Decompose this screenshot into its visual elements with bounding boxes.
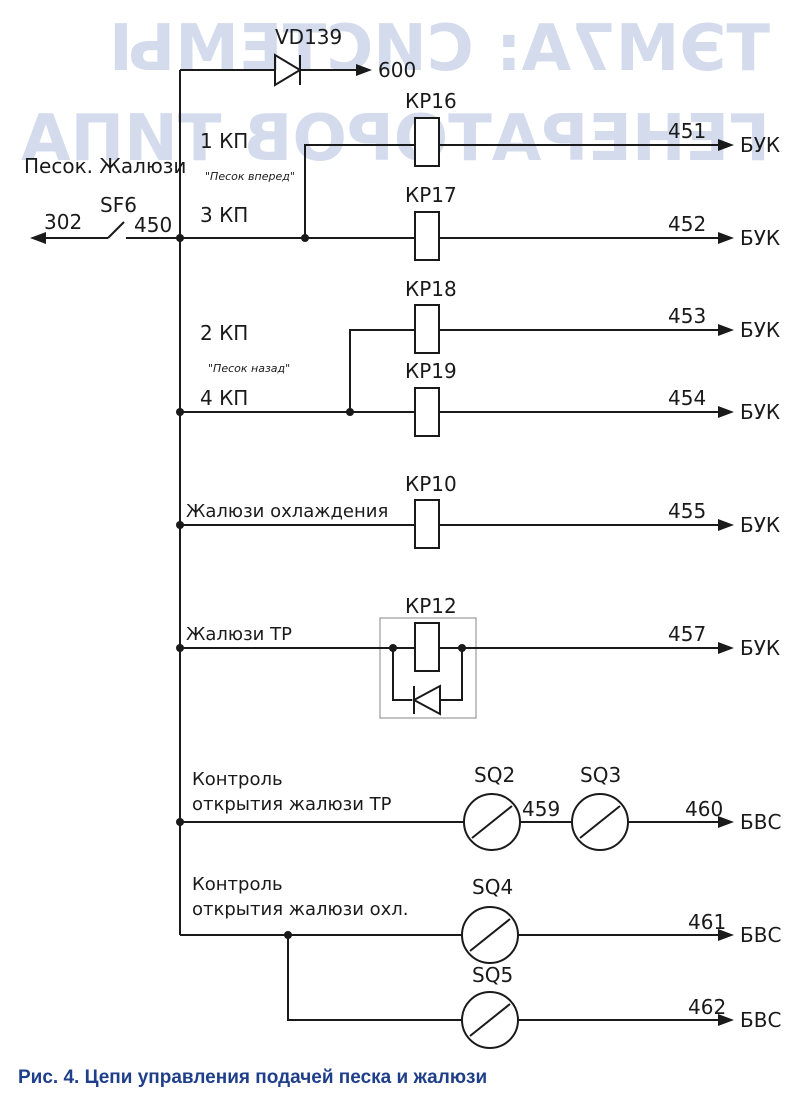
junction-4kp [176,408,184,416]
kp12-flyback-diode [411,684,441,716]
junction-kp12-left [389,644,397,652]
dest-462-label: БВС [740,1008,781,1032]
junction-3kp [301,234,309,242]
bleed-title-line2: ГЕНЕРАТОРОВ ТИПА ДАР [0,102,770,176]
wire-457-label: 457 [668,622,706,646]
wire-459-label: 459 [522,797,560,821]
arrow-455 [718,519,734,531]
dest-454-label: БУК [740,400,780,424]
dest-461-label: БВС [740,923,781,947]
vd139-label: VD139 [275,25,342,49]
switch-1kp-label: 1 КП [200,129,248,153]
sq2-label-line2: открытия жалюзи ТР [192,794,392,815]
kp12-diode-right-wire [440,648,463,701]
junction-kp12-right [458,644,466,652]
dest-460-label: БВС [740,810,781,834]
arrow-600 [356,64,372,76]
sq4-label-line2: открытия жалюзи охл. [192,899,409,920]
wire-455-label: 455 [668,499,706,523]
arrow-453 [718,324,734,336]
relay-kp17-label: КР17 [405,183,457,207]
sq4-name-label: SQ4 [472,875,513,899]
wire-454-label: 454 [668,386,706,410]
relay-kp12-coil [414,622,440,672]
limit-switch-sq3 [571,793,629,851]
junction-sq2 [176,818,184,826]
switch-4kp-label: 4 КП [200,386,248,410]
relay-kp16-label: КР16 [405,89,457,113]
arrow-460 [718,816,734,828]
sq2-name-label: SQ2 [474,763,515,787]
junction-zhaluzi-ohl [176,521,184,529]
note-pesok-nazad: "Песок назад" [208,362,290,375]
wire-453-label: 453 [668,304,706,328]
arrow-302 [30,232,46,244]
limit-switch-sq5 [461,991,519,1049]
arrow-452 [718,232,734,244]
branch-1kp-wire [304,144,415,238]
switch-zhaluzi-tr-label: Жалюзи ТР [186,624,292,645]
limit-switch-sq4 [461,906,519,964]
wire-451-label: 451 [668,119,706,143]
relay-kp17-coil [414,211,440,261]
wire-452-label: 452 [668,212,706,236]
arrow-454 [718,406,734,418]
group-label: Песок. Жалюзи [24,154,186,178]
switch-2kp-label: 2 КП [200,321,248,345]
wire-600-label: 600 [378,58,416,82]
dest-452-label: БУК [740,226,780,250]
sq3-name-label: SQ3 [580,763,621,787]
kp12-diode-left-wire [392,648,412,701]
switch-zhaluzi-ohl-label: Жалюзи охлаждения [186,501,388,522]
wire-450-label: 450 [134,213,172,237]
arrow-462 [718,1014,734,1026]
breaker-sf6-contact [107,221,125,239]
wire-460-label: 460 [685,797,723,821]
wire-302-label: 302 [44,210,82,234]
arrow-457 [718,642,734,654]
limit-switch-sq2 [463,793,521,851]
arrow-451 [718,139,734,151]
bleed-title-line1: ТЭМ7А: СИСТЕМЫ [109,12,770,86]
relay-kp10-coil [414,499,440,549]
junction-zhaluzi-tr [176,644,184,652]
sq4-label-line1: Контроль [192,874,283,895]
dest-453-label: БУК [740,318,780,342]
dest-457-label: БУК [740,636,780,660]
relay-kp12-label: КР12 [405,594,457,618]
figure-caption: Рис. 4. Цепи управления подачей песка и … [18,1067,488,1088]
control-schematic: VD139 600 Песок. Жалюзи 302 SF6 450 1 КП… [24,25,781,1049]
junction-450 [176,234,184,242]
breaker-sf6-label: SF6 [100,193,137,217]
sq5-name-label: SQ5 [472,963,513,987]
relay-kp19-label: КР19 [405,359,457,383]
bleed-through-title: ТЭМ7А: СИСТЕМЫ ГЕНЕРАТОРОВ ТИПА ДАР [0,12,770,176]
sq2-label-line1: Контроль [192,769,283,790]
diode-vd139 [274,53,302,87]
relay-kp18-label: КР18 [405,277,457,301]
relay-kp19-coil [414,387,440,437]
relay-kp10-label: КР10 [405,472,457,496]
arrow-461 [718,929,734,941]
relay-kp18-coil [414,304,440,354]
wire-461-label: 461 [688,910,726,934]
kp12-module-frame [379,617,477,719]
junction-2kp [346,408,354,416]
relay-kp16-coil [414,117,440,167]
branch-2kp-wire [349,329,415,412]
dest-451-label: БУК [740,133,780,157]
branch-sq5-wire [287,935,462,1021]
switch-3kp-label: 3 КП [200,203,248,227]
dest-455-label: БУК [740,513,780,537]
wire-462-label: 462 [688,995,726,1019]
note-pesok-vpered: "Песок вперед" [205,170,295,183]
